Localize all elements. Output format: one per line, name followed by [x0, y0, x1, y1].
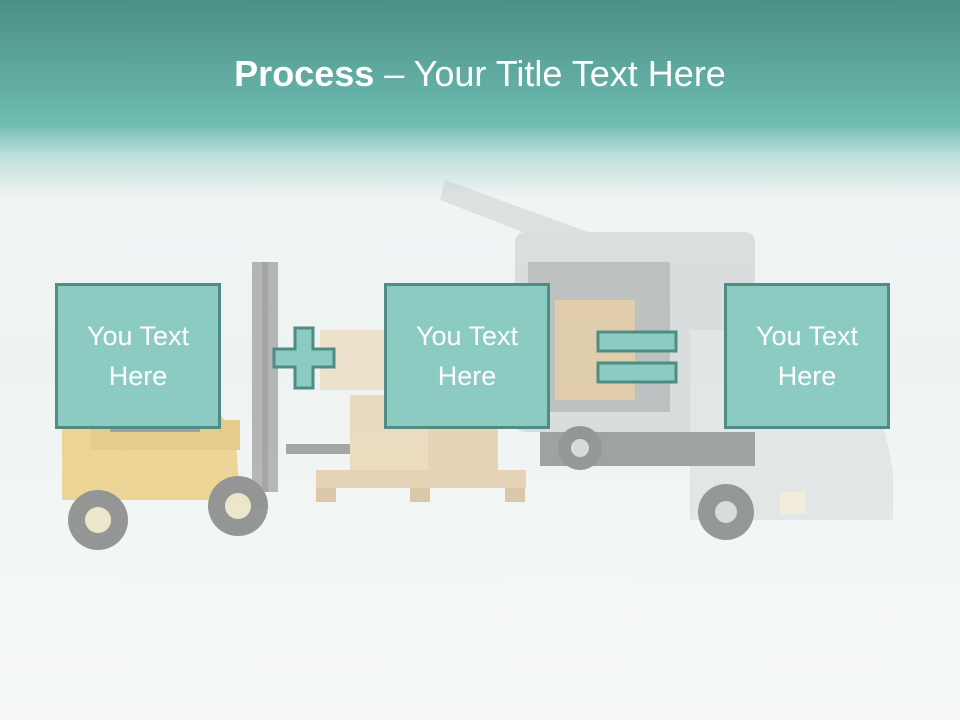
- text-box-2-label: You Text Here: [415, 321, 519, 391]
- text-box-3-label: You Text Here: [755, 321, 859, 391]
- title-bold: Process: [234, 53, 375, 94]
- text-box-3[interactable]: You Text Here: [724, 283, 890, 429]
- text-box-1[interactable]: You Text Here: [55, 283, 221, 429]
- header-band: [0, 0, 960, 200]
- slide-title: Process – Your Title Text Here: [0, 52, 960, 96]
- title-dash: –: [374, 53, 414, 94]
- text-box-1-label: You Text Here: [86, 321, 190, 391]
- title-rest: Your Title Text Here: [413, 53, 726, 94]
- plus-icon: [272, 326, 336, 390]
- text-box-2[interactable]: You Text Here: [384, 283, 550, 429]
- equals-icon: [596, 330, 678, 384]
